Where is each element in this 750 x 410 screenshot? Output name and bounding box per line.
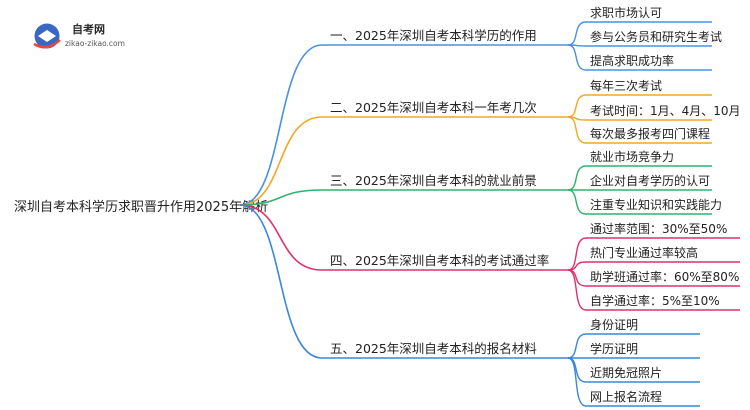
branch-label: 四、2025年深圳自考本科的考试通过率 bbox=[330, 253, 549, 268]
leaf-label: 提高求职成功率 bbox=[590, 53, 674, 68]
branch-connector bbox=[239, 204, 323, 359]
branch-label: 二、2025年深圳自考本科一年考几次 bbox=[330, 100, 537, 115]
leaf-label: 网上报名流程 bbox=[590, 389, 662, 404]
leaf-connector bbox=[567, 165, 587, 191]
leaf-label: 身份证明 bbox=[590, 317, 638, 332]
leaf-label: 助学班通过率：60%至80% bbox=[590, 269, 739, 284]
leaf-label: 每年三次考试 bbox=[590, 78, 662, 93]
leaf-label: 企业对自考学历的认可 bbox=[590, 173, 710, 188]
site-logo[interactable]: 自考网 zikao-zikao.com bbox=[33, 22, 125, 49]
leaf-connector bbox=[567, 333, 587, 359]
connector-lines bbox=[239, 21, 740, 407]
logo-title: 自考网 bbox=[72, 22, 105, 36]
branch-label: 三、2025年深圳自考本科的就业前景 bbox=[330, 173, 537, 188]
logo-swoosh-icon bbox=[33, 39, 61, 49]
leaf-connector bbox=[567, 269, 587, 311]
branch-connector bbox=[239, 189, 323, 206]
leaf-connector bbox=[567, 94, 587, 118]
leaf-label: 注重专业知识和实践能力 bbox=[590, 197, 722, 212]
branch-connector bbox=[239, 204, 323, 271]
leaf-connector bbox=[567, 44, 587, 71]
leaf-connector bbox=[567, 237, 587, 271]
branch-connector bbox=[239, 44, 323, 206]
branch-connector bbox=[239, 116, 323, 206]
leaf-label: 学历证明 bbox=[590, 341, 638, 356]
leaf-connector bbox=[567, 357, 587, 383]
leaf-label: 考试时间：1月、4月、10月 bbox=[590, 103, 741, 118]
logo-url: zikao-zikao.com bbox=[65, 39, 125, 48]
logo-cap-icon bbox=[38, 30, 56, 42]
leaf-label: 通过率范围：30%至50% bbox=[590, 221, 727, 236]
branch-label: 一、2025年深圳自考本科学历的作用 bbox=[330, 28, 537, 43]
leaf-label: 参与公务员和研究生考试 bbox=[590, 29, 722, 44]
leaf-connector bbox=[567, 116, 587, 144]
leaf-label: 就业市场竞争力 bbox=[590, 149, 674, 164]
leaf-connector bbox=[567, 269, 587, 287]
root-topic: 深圳自考本科学历求职晋升作用2025年解析 bbox=[14, 199, 268, 215]
leaf-label: 近期免冠照片 bbox=[590, 365, 662, 380]
leaf-label: 求职市场认可 bbox=[590, 5, 662, 20]
leaf-label: 自学通过率：5%至10% bbox=[590, 293, 720, 308]
branch-label: 五、2025年深圳自考本科的报名材料 bbox=[330, 341, 537, 356]
leaf-connector bbox=[567, 21, 587, 46]
leaf-connector bbox=[567, 189, 587, 215]
leaf-label: 每次最多报考四门课程 bbox=[590, 126, 710, 141]
leaf-label: 热门专业通过率较高 bbox=[590, 245, 698, 260]
leaf-connector bbox=[567, 357, 587, 407]
